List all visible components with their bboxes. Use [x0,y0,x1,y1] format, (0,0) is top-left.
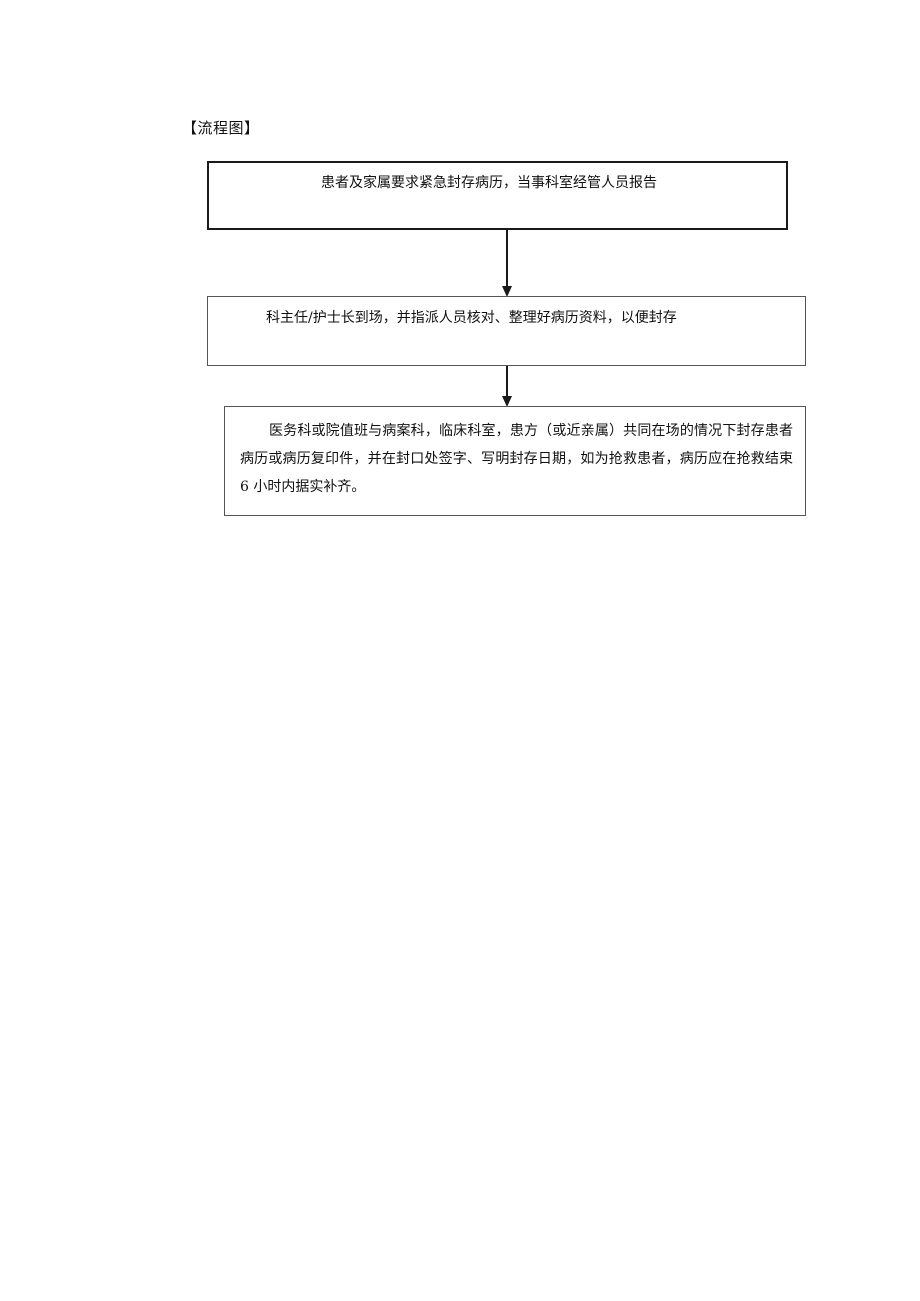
step-1-text: 患者及家属要求紧急封存病历，当事科室经管人员报告 [321,175,657,191]
flowchart-step-1: 患者及家属要求紧急封存病历，当事科室经管人员报告 [207,161,788,230]
arrow-2-to-3 [502,366,512,407]
step-2-text: 科主任/护士长到场，并指派人员核对、整理好病历资料，以便封存 [266,310,677,326]
flowchart-step-3: 医务科或院值班与病案科，临床科室，患方（或近亲属）共同在场的情况下封存患者病历或… [224,406,806,516]
step-3-text: 医务科或院值班与病案科，临床科室，患方（或近亲属）共同在场的情况下封存患者病历或… [240,423,793,495]
arrow-1-to-2 [502,230,512,297]
page-title: 【流程图】 [182,119,260,137]
flowchart-step-2: 科主任/护士长到场，并指派人员核对、整理好病历资料，以便封存 [207,296,806,366]
